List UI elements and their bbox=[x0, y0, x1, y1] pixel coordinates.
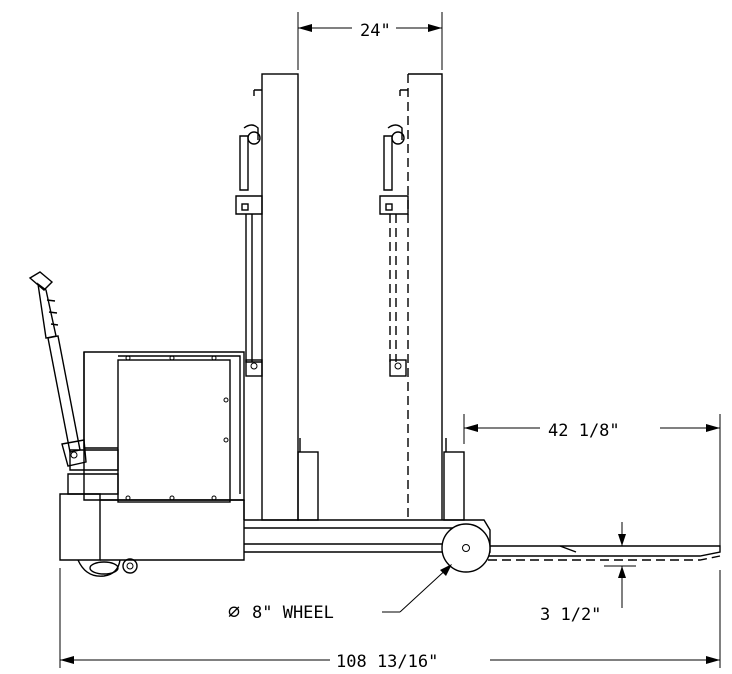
mast-raised-phantom bbox=[379, 73, 465, 521]
diameter-symbol: ∅ bbox=[228, 599, 240, 623]
dimension-label-wheel: 8" WHEEL bbox=[252, 603, 334, 623]
drive-wheels bbox=[77, 558, 138, 577]
mast-lowered bbox=[235, 73, 319, 521]
tiller-handle bbox=[28, 271, 87, 467]
dimension-fork-height: 3 1/2" bbox=[540, 522, 636, 625]
dimension-fork-length: 42 1/8" bbox=[463, 414, 721, 546]
dimension-label-mast-travel: 24" bbox=[360, 21, 391, 41]
dimension-label-fork-height: 3 1/2" bbox=[540, 605, 601, 625]
dimension-wheel-diameter: ∅ 8" WHEEL bbox=[228, 564, 452, 623]
base-leg bbox=[244, 519, 491, 553]
load-wheel bbox=[441, 523, 491, 573]
dimension-label-overall-length: 108 13/16" bbox=[336, 652, 438, 672]
dimension-label-fork-length: 42 1/8" bbox=[548, 421, 620, 441]
forks bbox=[488, 545, 721, 561]
dimension-overall-length: 108 13/16" bbox=[59, 568, 721, 672]
truck-body bbox=[59, 351, 245, 561]
dimension-mast-travel: 24" bbox=[297, 12, 443, 70]
